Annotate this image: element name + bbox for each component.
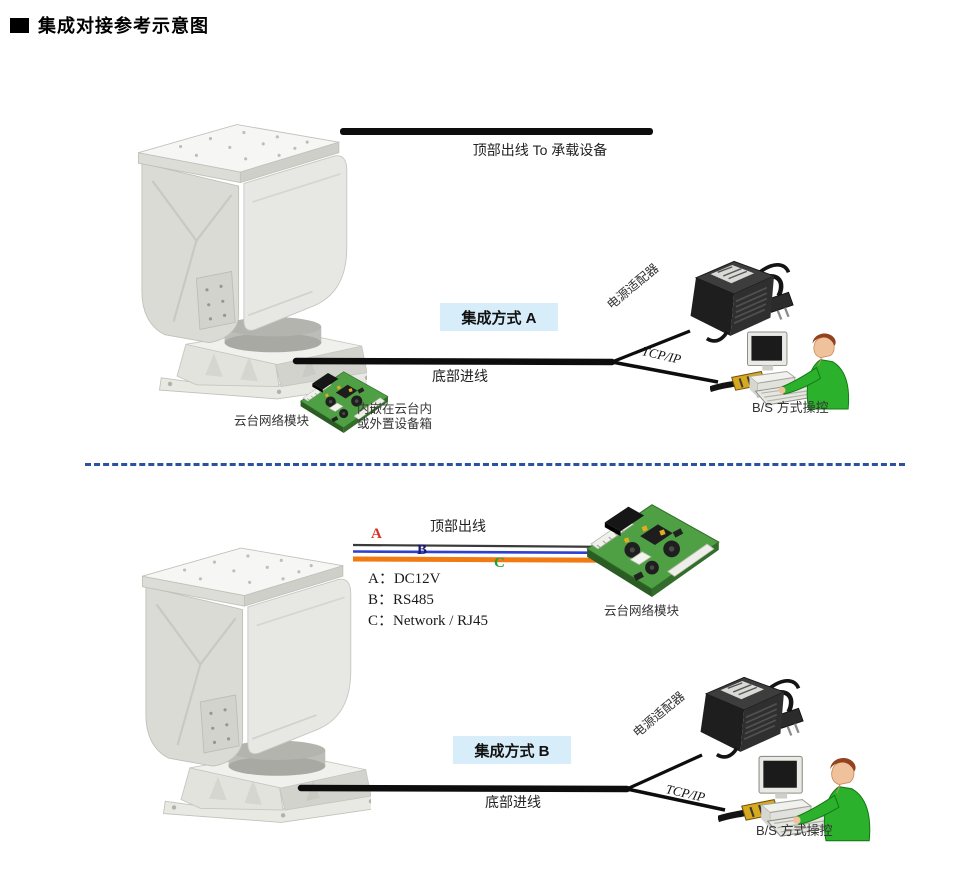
top-cable-a — [340, 128, 653, 135]
power-adapter-b-image — [686, 668, 804, 764]
wire-b-tag: B — [417, 542, 428, 558]
page-title-row: 集成对接参考示意图 — [10, 12, 209, 38]
wire-c-tag: C — [494, 555, 505, 571]
network-module-a-label: 云台网络模块 — [234, 414, 310, 428]
network-module-b-label: 云台网络模块 — [604, 604, 680, 618]
module-note-a-line2: 或外置设备箱 — [357, 417, 433, 431]
power-adapter-b-label: 电源适配器 — [630, 689, 688, 741]
top-cable-a-label: 顶部出线 To 承载设备 — [472, 142, 608, 158]
wire-legend-c: C：Network / RJ45 — [368, 613, 489, 629]
title-bullet-icon — [10, 17, 29, 33]
network-module-b-image — [577, 487, 725, 600]
bottom-cable-a — [292, 329, 719, 384]
operator-b-label: B/S 方式操控 — [756, 823, 833, 838]
page-title: 集成对接参考示意图 — [38, 16, 209, 36]
wire-legend-b: B：RS485 — [368, 592, 434, 608]
module-note-a: 内嵌在云台内 或外置设备箱 — [357, 402, 432, 432]
section-separator — [85, 463, 905, 466]
wire-a-tag: A — [371, 526, 382, 542]
operator-a-label: B/S 方式操控 — [752, 400, 829, 415]
power-adapter-a-label: 电源适配器 — [604, 261, 662, 313]
module-note-a-line1: 内嵌在云台内 — [357, 402, 433, 416]
bottom-cable-a-label: 底部进线 — [432, 368, 488, 384]
method-b-badge: 集成方式 B — [453, 736, 571, 764]
wire-legend-a: A：DC12V — [368, 571, 441, 587]
bottom-cable-b — [297, 753, 726, 812]
bottom-cable-b-label: 底部进线 — [485, 794, 541, 810]
method-a-badge: 集成方式 A — [440, 303, 558, 331]
top-wires-b-label: 顶部出线 — [430, 518, 486, 534]
